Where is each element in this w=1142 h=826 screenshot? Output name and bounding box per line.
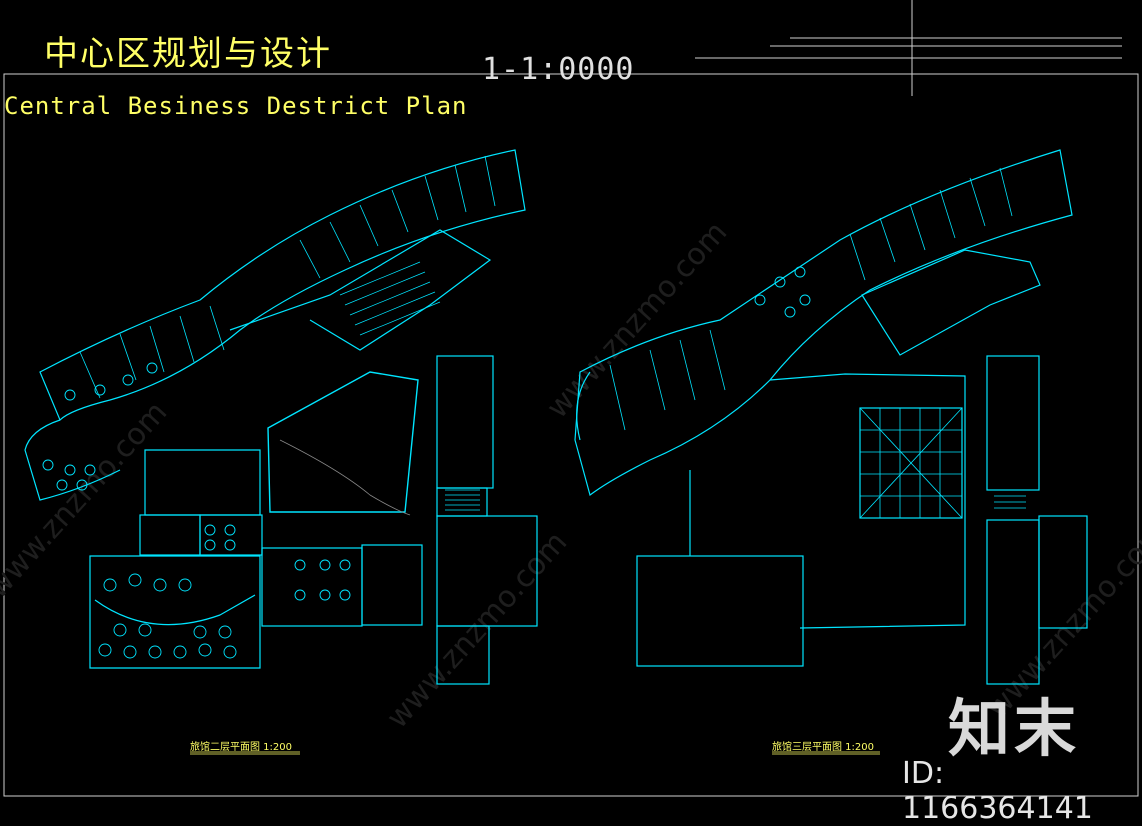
watermark-layer: www.znzmo.com www.znzmo.com www.znzmo.co… [0, 215, 1142, 735]
drawing-title-en: Central Besiness Destrict Plan [4, 92, 468, 120]
watermark-id-label: ID: 1166364141 [902, 756, 1093, 826]
sheet-code: 1-1:0000 [482, 52, 635, 87]
watermark-text: www.znzmo.com [0, 395, 174, 605]
watermark-brand-logo: 知末 [948, 692, 1081, 765]
sheet-frame [3, 0, 1139, 797]
left-plan-caption: 旅馆二层平面图 1:200 [190, 742, 292, 753]
left-plan-furniture [42, 362, 351, 659]
watermark-text: www.znzmo.com [380, 525, 574, 735]
drawing-title-cn: 中心区规划与设计 [44, 34, 332, 74]
right-plan-furniture [754, 266, 811, 318]
right-floor-plan [574, 149, 1088, 685]
watermark-text: www.znzmo.com [540, 215, 734, 425]
right-plan-caption: 旅馆三层平面图 1:200 [772, 742, 874, 753]
left-floor-plan [24, 149, 538, 685]
